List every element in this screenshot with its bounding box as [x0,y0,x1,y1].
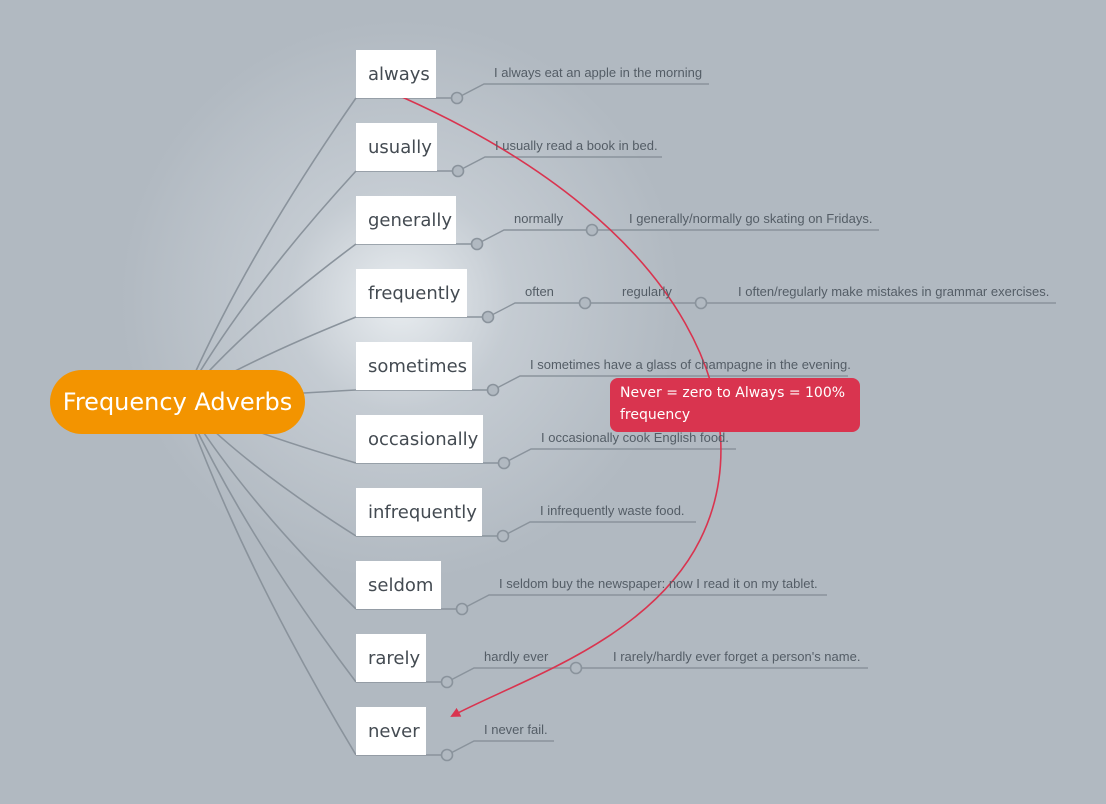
topic-rarely[interactable]: rarely [356,634,426,682]
example-line-infrequently [502,521,696,537]
topic-sometimes[interactable]: sometimes [356,342,472,390]
collapse-dot-usually-example [451,164,465,178]
collapse-dot-generally-0 [470,237,484,251]
example-frequently: I often/regularly make mistakes in gramm… [738,284,1050,299]
collapse-dot-generally-example [585,223,599,237]
collapse-dot-always-example [450,91,464,105]
branch-line-always [189,97,357,385]
topic-never[interactable]: never [356,707,426,755]
collapse-dot-rarely-example [569,661,583,675]
collapse-dot-infrequently-example [496,529,510,543]
example-seldom: I seldom buy the newspaper: now I read i… [499,576,818,591]
collapse-dot-seldom-example [455,602,469,616]
collapse-dot-frequently-1 [578,296,592,310]
central-topic[interactable]: Frequency Adverbs [50,370,305,434]
example-line-never [446,740,554,756]
topic-seldom[interactable]: seldom [356,561,441,609]
callout-note[interactable]: Never = zero to Always = 100% frequency [610,378,860,432]
collapse-dot-occasionally-example [497,456,511,470]
branch-line-rarely [189,415,357,683]
example-rarely: I rarely/hardly ever forget a person's n… [613,649,861,664]
synonym-label-frequently-0: often [525,284,554,299]
example-line-seldom [461,594,827,610]
example-infrequently: I infrequently waste food. [540,503,685,518]
example-never: I never fail. [484,722,548,737]
synonym-label-generally-0: normally [514,211,564,226]
example-occasionally: I occasionally cook English food. [541,430,729,445]
collapse-dot-rarely-0 [440,675,454,689]
example-line-always [456,83,709,99]
branch-line-usually [189,170,357,389]
topic-occasionally[interactable]: occasionally [356,415,483,463]
relationship-arrow [401,96,722,717]
example-line-occasionally [503,448,736,464]
branch-line-never [189,419,357,756]
synonym-line-rarely-0 [446,667,576,683]
topic-infrequently[interactable]: infrequently [356,488,482,536]
topic-always[interactable]: always [356,50,436,98]
example-generally: I generally/normally go skating on Frida… [629,211,873,226]
collapse-dot-frequently-example [694,296,708,310]
example-usually: I usually read a book in bed. [495,138,658,153]
example-line-usually [457,156,662,172]
collapse-dot-frequently-0 [481,310,495,324]
synonym-label-frequently-1: regularly [622,284,672,299]
topic-usually[interactable]: usually [356,123,437,171]
example-line-sometimes [492,375,848,391]
topic-frequently[interactable]: frequently [356,269,467,317]
topic-generally[interactable]: generally [356,196,456,244]
synonym-line-frequently-0 [487,302,585,318]
collapse-dot-never-example [440,748,454,762]
branch-line-seldom [189,411,357,610]
example-sometimes: I sometimes have a glass of champagne in… [530,357,851,372]
example-always: I always eat an apple in the morning [494,65,703,80]
collapse-dot-sometimes-example [486,383,500,397]
synonym-line-generally-0 [476,229,592,245]
synonym-label-rarely-0: hardly ever [484,649,549,664]
